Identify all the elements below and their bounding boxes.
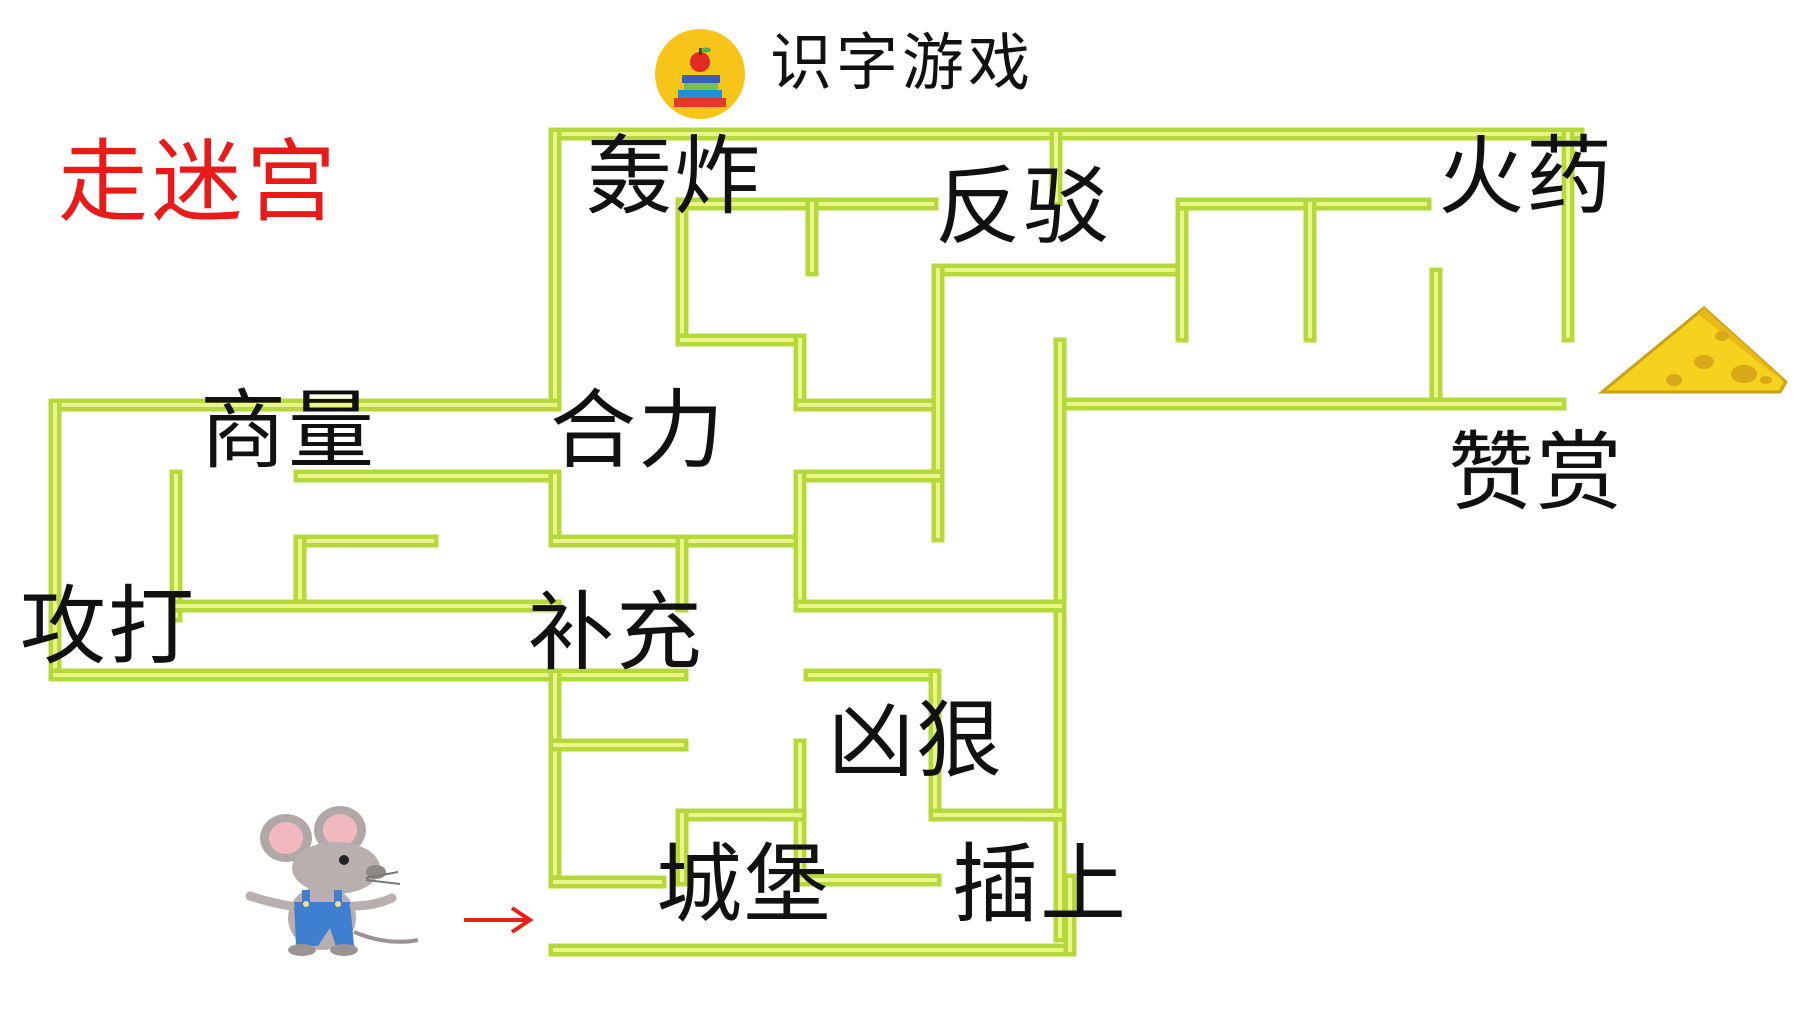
books-apple-icon <box>655 29 745 119</box>
maze-word-gongda[interactable]: 攻打 <box>20 577 196 677</box>
red-arrow-right-icon <box>464 906 534 934</box>
maze-wall-group <box>48 127 1585 957</box>
maze-word-chengbao[interactable]: 城堡 <box>656 835 832 935</box>
page-title: 识字游戏 <box>770 26 1035 99</box>
mouse-icon <box>245 806 419 956</box>
maze-word-fanbo[interactable]: 反驳 <box>935 157 1111 257</box>
maze-word-xionghen[interactable]: 凶狠 <box>828 691 1004 791</box>
maze-word-shangliang[interactable]: 商量 <box>200 381 376 481</box>
cheese-icon <box>1597 306 1788 394</box>
maze-title: 走迷宫 <box>58 130 340 235</box>
maze-word-huoyao[interactable]: 火药 <box>1438 127 1614 227</box>
maze-word-zanshang[interactable]: 赞赏 <box>1448 423 1624 523</box>
maze-word-hongzha[interactable]: 轰炸 <box>586 127 762 227</box>
maze-word-heli[interactable]: 合力 <box>550 381 726 481</box>
maze-word-chashang[interactable]: 插上 <box>952 835 1128 935</box>
maze-word-buchong[interactable]: 补充 <box>528 583 704 683</box>
